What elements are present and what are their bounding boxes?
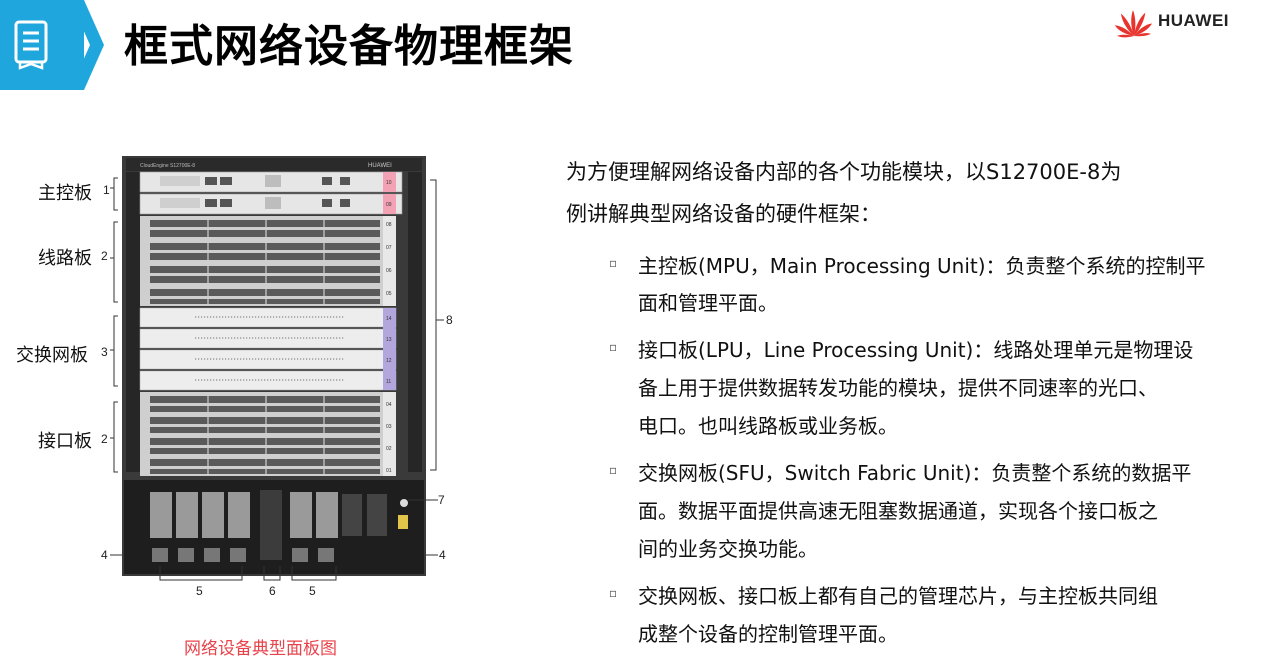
- header-icon-tile: [0, 0, 84, 90]
- label-line-card: 线路板: [38, 248, 92, 269]
- slot-05: 05: [386, 291, 392, 297]
- bullet-marker: ▫: [609, 340, 618, 354]
- slot-11: 11: [386, 379, 391, 385]
- slot-03: 03: [386, 424, 392, 430]
- bullet-sfu-line-1: 交换网板(SFU，Switch Fabric Unit)：负责整个系统的数据平: [638, 461, 1192, 485]
- bullet-lpu-line-2: 备上用于提供数据转发功能的模块，提供不同速率的光口、: [638, 376, 1158, 400]
- sfu-boards: [139, 307, 397, 391]
- intro-line-2: 例讲解典型网络设备的硬件框架：: [566, 202, 881, 226]
- slot-01: 01: [386, 468, 392, 474]
- bullet-lpu-line-3: 电口。也叫线路板或业务板。: [638, 414, 898, 438]
- slot-13: 13: [386, 337, 392, 343]
- slot-04: 04: [386, 402, 392, 408]
- line-cards-upper: [140, 216, 396, 306]
- brand-name: HUAWEI: [1158, 11, 1229, 30]
- callout-5-left: 5: [196, 584, 203, 598]
- device-brand-text: HUAWEI: [368, 163, 392, 169]
- callout-6: 6: [269, 584, 276, 598]
- slot-09: 09: [386, 202, 392, 208]
- bullet-sfu-line-2: 面。数据平面提供高速无阻塞数据通道，实现各个接口板之: [638, 499, 1158, 523]
- callout-4-left: 4: [101, 548, 108, 562]
- diagram-caption: 网络设备典型面板图: [184, 639, 337, 659]
- slot-10: 10: [386, 180, 392, 186]
- slot-08: 08: [386, 222, 392, 228]
- label-interface-card-num: 2: [101, 432, 108, 446]
- slot-07: 07: [386, 245, 392, 251]
- bullet-mgmt-line-1: 交换网板、接口板上都有自己的管理芯片，与主控板共同组: [638, 584, 1158, 608]
- label-line-card-num: 2: [101, 249, 108, 263]
- slot-06: 06: [386, 268, 392, 274]
- mpu-board-10: [139, 171, 403, 193]
- bullet-marker: ▫: [609, 256, 618, 270]
- line-cards-lower: [140, 392, 396, 476]
- callout-8: 8: [446, 313, 453, 327]
- device-model-text: CloudEngine S12700E-8: [140, 163, 195, 169]
- label-mpu: 主控板: [38, 183, 92, 204]
- bullet-mpu-line-1: 主控板(MPU，Main Processing Unit)：负责整个系统的控制平: [638, 254, 1206, 278]
- callout-5-right: 5: [309, 584, 316, 598]
- callout-4-right: 4: [439, 548, 446, 562]
- document-list-icon: [14, 20, 48, 70]
- bullet-marker: ▫: [609, 586, 618, 600]
- bullet-mpu-line-2: 面和管理平面。: [638, 291, 778, 315]
- mpu-board-09: [139, 193, 403, 215]
- slot-12: 12: [386, 358, 392, 364]
- chassis-diagram: CloudEngine S12700E-8 HUAWEI: [101, 156, 453, 598]
- page-title: 框式网络设备物理框架: [124, 21, 574, 72]
- slot-02: 02: [386, 446, 392, 452]
- slot-14: 14: [386, 316, 392, 322]
- bullet-marker: ▫: [609, 463, 618, 477]
- power-section: [124, 480, 424, 574]
- header-chevron: [70, 0, 104, 90]
- label-sfu: 交换网板: [16, 345, 88, 366]
- bullet-mgmt-line-2: 成整个设备的控制管理平面。: [638, 622, 898, 646]
- intro-line-1: 为方便理解网络设备内部的各个功能模块，以S12700E-8为: [566, 160, 1122, 184]
- label-mpu-num: 1: [103, 183, 110, 197]
- bullet-sfu-line-3: 间的业务交换功能。: [638, 537, 818, 561]
- bullet-lpu-line-1: 接口板(LPU，Line Processing Unit)：线路处理单元是物理设: [638, 338, 1194, 362]
- label-interface-card: 接口板: [38, 431, 92, 452]
- callout-7: 7: [438, 493, 445, 507]
- huawei-logo-icon: [1114, 10, 1153, 38]
- label-sfu-num: 3: [101, 345, 108, 359]
